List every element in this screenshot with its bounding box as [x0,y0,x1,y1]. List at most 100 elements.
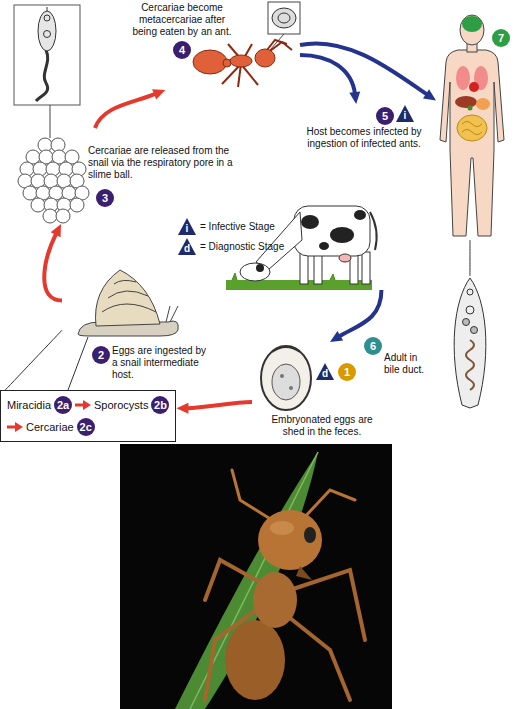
connector-line [44,233,62,300]
arrow-head [349,91,360,104]
photo-ant-mandible [296,566,312,580]
cow-head [240,263,270,281]
text-slot: 5 [376,106,394,125]
stage-arrow [7,422,23,432]
photo-ant-abdomen [225,620,285,700]
fluke-testis [463,319,470,326]
connector-line [186,402,252,408]
stage-name: Miracidia [7,399,51,411]
arrow-head [423,89,436,100]
fluke-testis [471,327,478,334]
human-intestines [457,115,487,141]
triangle-fill [178,218,196,235]
ant-photo [120,444,392,709]
legend-text: = Infective Stage [200,221,275,232]
triangle-fill [316,363,334,380]
legend-row: i= Infective Stage [178,218,284,235]
stage-caption: Embryonated eggs are shed in the feces. [266,414,378,438]
cercaria-body [38,11,56,51]
cow-leg [300,252,308,284]
stage-triangle: i [396,105,414,122]
shell-whorls [102,280,156,312]
cow-spot [354,210,366,220]
photo-ant-eye [304,527,316,543]
fluke-uterus [466,340,474,390]
text-slot: Host becomes infected by ingestion of in… [294,126,434,150]
photo-highlight [270,521,294,535]
stage-egg: d1Embryonated eggs are shed in the feces… [252,342,402,442]
stage-adult: 6Adult in bile duct. [360,276,506,408]
leader-line [68,337,88,390]
egg-detail [280,374,284,378]
callout-number: 1 [338,363,356,381]
text-slot: Adult in bile duct. [384,352,432,376]
callout-number: 4 [173,41,191,59]
slime-ball [18,138,89,223]
ventral-sucker [44,31,51,38]
legend: i= Infective Staged= Diagnostic Stage [178,218,284,258]
human-stomach [476,98,490,110]
ant-abdomen [193,50,227,74]
callout-number: 2 [92,346,110,364]
photo-ant-head [258,510,322,570]
gall-bladder [468,106,473,111]
egg-operculum [272,347,300,352]
stage-arrow-head [83,400,91,410]
connector-line [300,43,428,95]
stage-cow: 5iHost becomes infected by ingestion of … [222,104,436,290]
text-slot: Eggs are ingested by a snail intermediat… [112,345,210,381]
text-slot: Cercariae become metacercariae after bei… [128,2,236,38]
intestine-coils [462,122,482,135]
cow-spot [256,264,264,272]
human-head [460,15,484,45]
stage-human: 7 [436,15,516,240]
life-cycle-arrow [176,402,252,414]
cow-leg [314,252,322,284]
connector-line [339,290,382,337]
life-cycle-arrow [44,224,62,300]
text-slot: 2 [92,345,110,364]
leader-line [50,105,51,138]
arrow-head [152,89,165,99]
egg-detail [289,386,293,390]
text-slot: d [316,363,334,381]
stage-caption: Eggs are ingested by a snail intermediat… [112,345,210,381]
egg-shell [261,346,311,410]
stage-caption: Cercariae become metacercariae after bei… [128,2,236,38]
fluke-sucker [466,306,474,314]
stage-triangle: d [178,238,196,255]
cercaria-panel [14,5,80,105]
connector-line [95,94,156,128]
life-cycle-arrow [330,290,381,342]
callout-number: 2b [151,396,169,414]
triangle-fill [396,105,414,122]
stage-arrow-shaft [75,404,84,407]
life-cycle-arrow [300,55,360,104]
text-slot: Embryonated eggs are shed in the feces. [266,414,378,438]
stage-ant: 4 Cercariae become metacercariae after be… [118,0,300,90]
stage-triangle: d [316,363,334,380]
callout-number: 7 [492,29,510,47]
leaf [175,452,318,709]
callout-number: 5 [376,107,394,125]
cow-tail [370,212,377,250]
egg-miracidium [272,364,300,400]
cow-body [294,206,370,256]
callout-number: 2a [54,396,72,414]
leader-line [5,330,62,390]
stage-slime-ball: 3Cercariae are released from the snail v… [10,128,244,224]
human-liver [455,96,477,108]
fluke-icon-body [272,8,296,28]
leaf-midrib [190,452,318,709]
text-slot: 6 [364,336,382,355]
stage-row: Cercariae2c [7,418,169,436]
cow-spot [301,215,319,229]
ant-head [255,49,275,67]
life-cycle-arrow [300,43,436,100]
stage-caption: Adult in bile duct. [384,352,432,376]
stage-arrow [75,400,91,410]
stage-row: Miracidia2aSporocysts2b [7,396,169,414]
text-slot: 3 [96,188,114,207]
arrow-head [51,224,61,237]
